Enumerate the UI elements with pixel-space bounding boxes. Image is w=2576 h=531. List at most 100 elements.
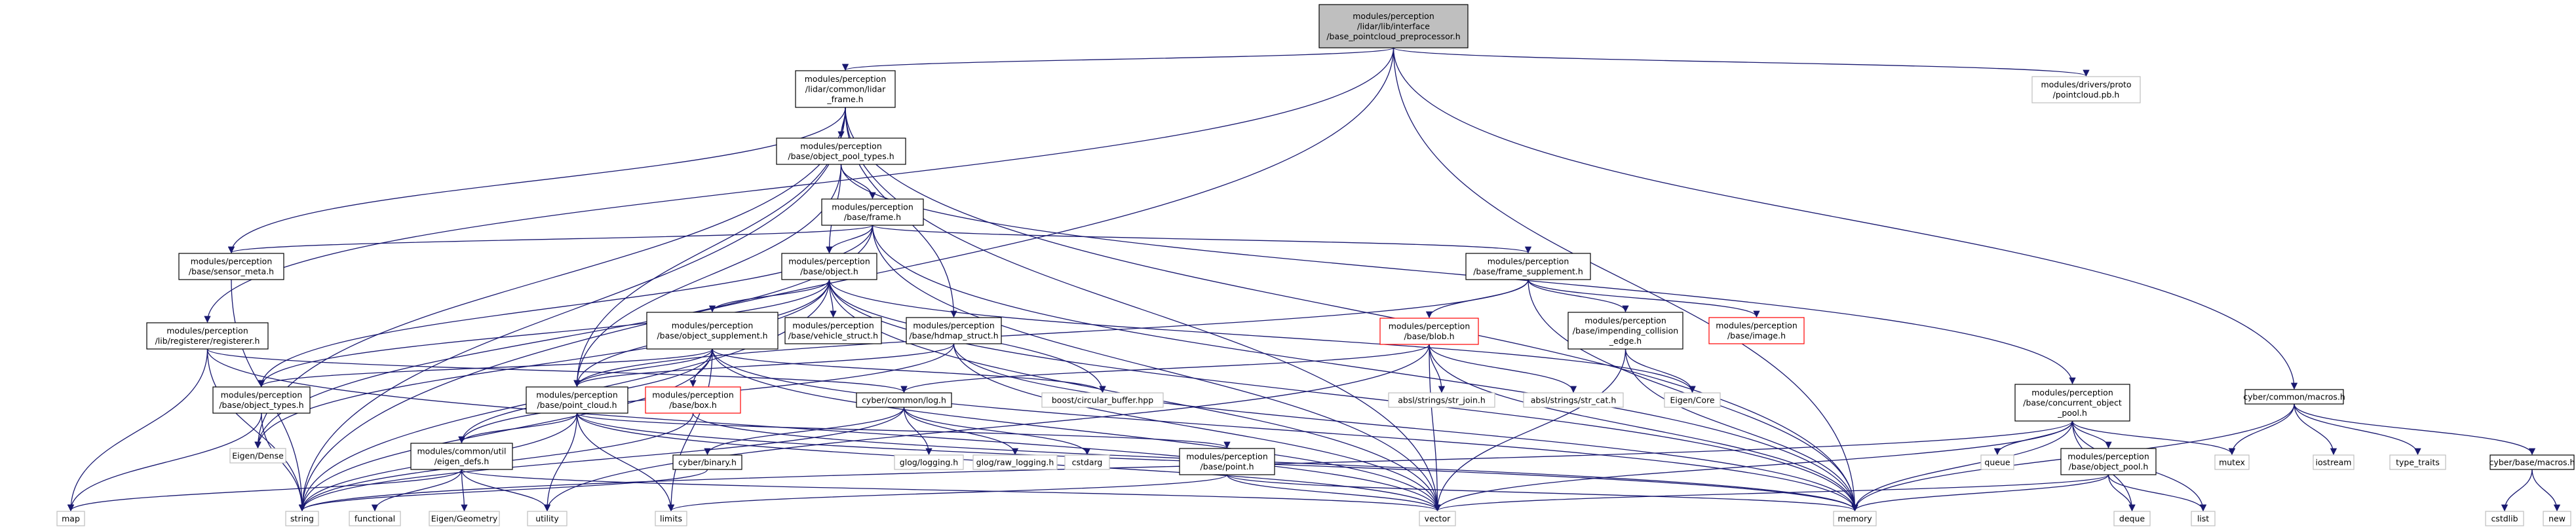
- node-cyber_macros[interactable]: cyber/common/macros.h: [2243, 389, 2345, 405]
- node-box-sensor_meta: [178, 253, 284, 280]
- node-concurrent_pool[interactable]: modules/perception/base/concurrent_objec…: [2014, 384, 2130, 422]
- node-box-cstdarg: [1064, 454, 1110, 470]
- node-cyber_binary[interactable]: cyber/binary.h: [672, 454, 742, 470]
- edge-log-to-glog_logging: [903, 407, 932, 456]
- node-impending[interactable]: modules/perception/base/impending_collis…: [1567, 312, 1683, 350]
- node-image[interactable]: modules/perception/base/image.h: [1708, 317, 1805, 344]
- node-vehicle_struct[interactable]: modules/perception/base/vehicle_struct.h: [784, 317, 882, 344]
- node-label-concurrent_pool-2: _pool.h: [2057, 408, 2087, 418]
- node-box-image: [1708, 317, 1805, 344]
- node-box-string: [285, 511, 319, 526]
- edge-impending-to-memory: [1624, 348, 1858, 512]
- node-label-image-0: modules/perception: [1716, 321, 1797, 331]
- edge-registerer-to-map: [67, 348, 208, 512]
- node-label-object_supplement-1: /base/object_supplement.h: [657, 331, 767, 340]
- edge-blob-to-memory: [1429, 344, 1858, 512]
- node-label-concurrent_pool-0: modules/perception: [2031, 388, 2113, 397]
- node-label-glog_raw-0: glog/raw_logging.h: [976, 457, 1054, 467]
- node-utility: utility: [527, 511, 567, 526]
- edge-object_supplement-to-circular_buffer: [712, 348, 1106, 394]
- node-eigen_dense: Eigen/Dense: [229, 448, 286, 464]
- edge-eigen_defs-to-functional: [371, 469, 463, 512]
- node-label-memory-0: memory: [1837, 513, 1872, 523]
- node-label-vehicle_struct-1: /base/vehicle_struct.h: [788, 331, 878, 340]
- node-box-hdmap_struct: [906, 317, 1002, 344]
- node-cstdarg: cstdarg: [1064, 454, 1110, 470]
- edge-object_pool_types-to-frame: [840, 164, 876, 200]
- node-label-vehicle_struct-0: modules/perception: [792, 321, 874, 331]
- node-object_pool_types[interactable]: modules/perception/base/object_pool_type…: [776, 137, 906, 165]
- edge-cyber_macros-to-mutex: [2228, 403, 2295, 456]
- edge-lidar_frame-to-memory: [845, 107, 1858, 512]
- node-log[interactable]: cyber/common/log.h: [856, 392, 952, 408]
- edge-blob-to-str_cat: [1429, 344, 1577, 394]
- edge-object-to-memory: [828, 279, 1858, 512]
- node-label-glog_logging-0: glog/logging.h: [900, 457, 958, 467]
- node-box-vehicle_struct: [784, 317, 882, 344]
- node-box-pointcloud_pb: [2031, 76, 2141, 103]
- node-box-frame: [821, 198, 924, 226]
- edge-object-to-object_supplement: [708, 279, 830, 313]
- edge-impending-to-vector: [1434, 348, 1626, 512]
- node-object_pool[interactable]: modules/perception/base/object_pool.h: [2060, 448, 2157, 475]
- node-label-eigen_geometry-0: Eigen/Geometry: [431, 513, 498, 523]
- node-box-point_cloud: [526, 386, 628, 414]
- edge-cyber_macros-to-iostream: [2294, 403, 2337, 456]
- node-label-eigen_defs-0: modules/common/util: [417, 447, 507, 456]
- edge-base_macros-to-new: [2531, 469, 2561, 512]
- node-iostream: iostream: [2313, 454, 2355, 470]
- node-box-limits: [655, 511, 687, 526]
- node-label-point_cloud-0: modules/perception: [536, 390, 618, 400]
- edge-eigen_defs-to-vector: [461, 469, 1441, 512]
- node-sensor_meta[interactable]: modules/perception/base/sensor_meta.h: [178, 253, 284, 280]
- node-label-queue-0: queue: [1984, 457, 2010, 467]
- node-label-str_join-0: absl/strings/str_join.h: [1398, 395, 1486, 405]
- node-label-object_pool-1: /base/object_pool.h: [2069, 462, 2149, 471]
- node-new: new: [2543, 511, 2571, 526]
- node-deque: deque: [2113, 511, 2151, 526]
- node-frame[interactable]: modules/perception/base/frame.h: [821, 198, 924, 226]
- edge-object_pool-to-list: [2107, 474, 2207, 512]
- edge-blob-to-str_join: [1429, 344, 1446, 394]
- node-point_cloud[interactable]: modules/perception/base/point_cloud.h: [526, 386, 628, 414]
- edge-object_pool-to-memory: [1851, 474, 2109, 512]
- node-circular_buffer: boost/circular_buffer.hpp: [1041, 392, 1164, 408]
- edge-object_pool-to-vector: [1434, 474, 2109, 512]
- node-box-object: [781, 253, 877, 280]
- edge-root-to-lidar_frame: [842, 47, 1394, 71]
- node-object[interactable]: modules/perception/base/object.h: [781, 253, 877, 280]
- node-glog_logging: glog/logging.h: [894, 454, 964, 470]
- edge-object_supplement-to-vector: [712, 348, 1441, 512]
- node-box[interactable]: modules/perception/base/box.h: [645, 386, 741, 414]
- node-eigen_defs[interactable]: modules/common/util/eigen_defs.h: [410, 443, 513, 470]
- edge-blob-to-log: [900, 344, 1430, 394]
- node-box-mutex: [2214, 454, 2250, 470]
- node-label-registerer-1: /lib/registerer/registerer.h: [155, 336, 260, 346]
- node-frame_supplement[interactable]: modules/perception/base/frame_supplement…: [1465, 253, 1591, 280]
- edge-lidar_frame-to-string: [298, 107, 846, 512]
- edge-lidar_frame-to-vector: [845, 107, 1441, 512]
- node-label-sensor_meta-0: modules/perception: [191, 257, 273, 266]
- node-box-list: [2191, 511, 2216, 526]
- node-registerer[interactable]: modules/perception/lib/registerer/regist…: [146, 322, 269, 350]
- edge-cyber_binary-to-string: [298, 469, 708, 512]
- edge-base_macros-to-cstdlib: [2501, 469, 2533, 512]
- node-box-point: [1179, 448, 1275, 475]
- node-box-lidar_frame: [795, 70, 896, 108]
- node-base_macros[interactable]: cyber/base/macros.h: [2489, 454, 2575, 470]
- node-root[interactable]: modules/perception/lidar/lib/interface/b…: [1318, 4, 1469, 48]
- node-type_traits: type_traits: [2389, 454, 2446, 470]
- node-point[interactable]: modules/perception/base/point.h: [1179, 448, 1275, 475]
- node-label-type_traits-0: type_traits: [2396, 457, 2440, 467]
- edge-object_supplement-to-point_cloud: [573, 348, 713, 388]
- node-object_supplement[interactable]: modules/perception/base/object_supplemen…: [646, 312, 779, 350]
- node-box-glog_logging: [894, 454, 964, 470]
- node-vector: vector: [1419, 511, 1456, 526]
- edge-eigen_defs-to-map: [67, 469, 463, 512]
- node-box-registerer: [146, 322, 269, 350]
- node-blob[interactable]: modules/perception/base/blob.h: [1379, 318, 1479, 345]
- node-hdmap_struct[interactable]: modules/perception/base/hdmap_struct.h: [906, 317, 1002, 344]
- node-object_types[interactable]: modules/perception/base/object_types.h: [212, 386, 311, 414]
- node-lidar_frame[interactable]: modules/perception/lidar/common/lidar_fr…: [795, 70, 896, 108]
